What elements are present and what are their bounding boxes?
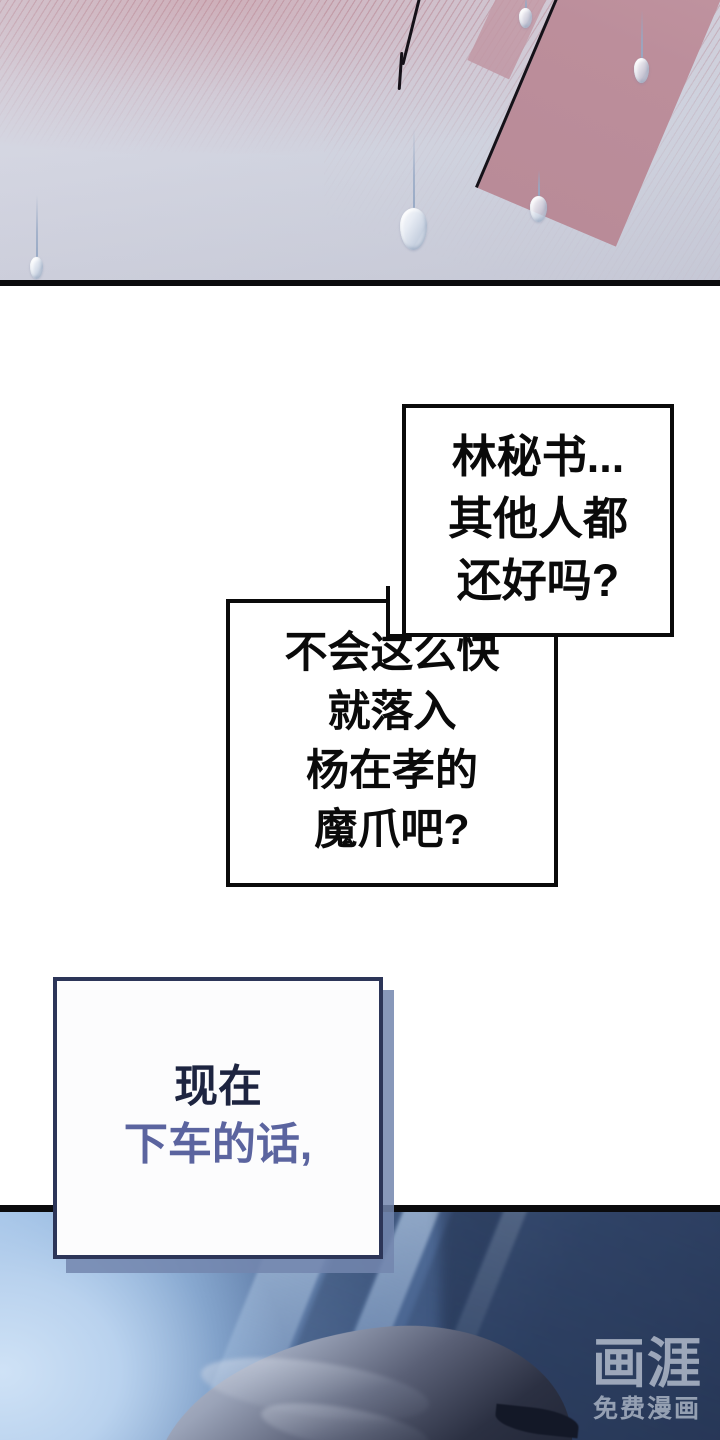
- site-watermark: 画涯 免费漫画: [592, 1337, 702, 1422]
- watermark-main-text: 画涯: [592, 1334, 702, 1394]
- bubble-line: 其他人都: [447, 492, 628, 544]
- bubble-line: 魔爪吧?: [314, 806, 470, 854]
- watermark-sub-text: 免费漫画: [592, 1395, 701, 1423]
- bubble-line: 下车的话,: [123, 1120, 313, 1169]
- speech-bubble-lin-secretary: 林秘书... 其他人都 还好吗?: [402, 404, 674, 637]
- speech-bubble-yang-zaixiao: 不会这么快 就落入 杨在孝的 魔爪吧?: [226, 599, 558, 887]
- bubble-line: 就落入: [327, 688, 457, 736]
- speech-bubble-get-off-now: 现在 下车的话,: [53, 977, 383, 1259]
- bubble-line: 现在: [174, 1062, 262, 1111]
- bubble-line: 林秘书...: [451, 430, 625, 482]
- panel-top: [0, 0, 720, 286]
- bubble-line: 杨在孝的: [306, 747, 478, 795]
- bubble-line: 还好吗?: [456, 554, 620, 606]
